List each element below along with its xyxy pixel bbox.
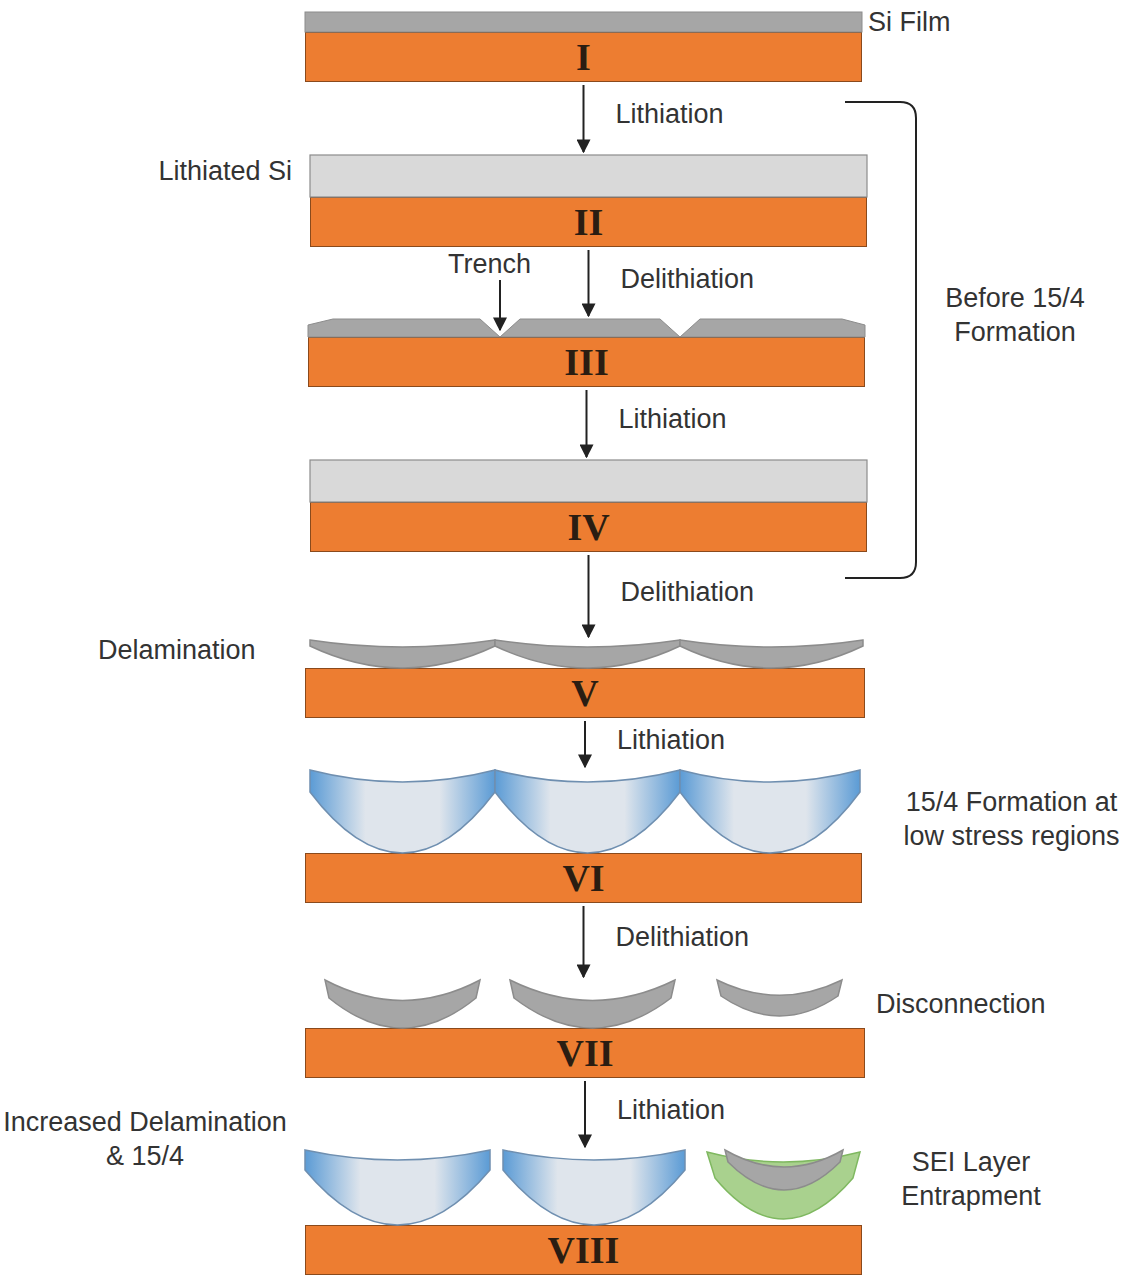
stage-number: VI [562,859,604,897]
process-label: Delithiation [621,577,755,608]
cell-stage: II [310,155,867,247]
process-arrow [588,555,590,637]
annotation-label: Lithiated Si [80,155,292,189]
cell-stage: VIII [305,1150,862,1275]
substrate-bar: I [305,32,862,82]
electrode-film [305,12,862,62]
stage-number: IV [567,508,609,546]
electrode-film [305,640,865,698]
cell-stage: VI [305,770,862,903]
electrode-film [305,770,862,883]
process-label: Lithiation [617,725,725,756]
electrode-film [305,980,865,1058]
substrate-bar: VII [305,1028,865,1078]
trench-pointer [499,280,501,330]
cell-stage: V [305,640,865,718]
stage-number: VII [556,1034,613,1072]
substrate-bar: III [308,337,865,387]
annotation-label: Before 15/4 Formation [920,282,1110,350]
substrate-bar: II [310,197,867,247]
process-label: Lithiation [619,404,727,435]
process-arrow [584,1081,586,1147]
electrode-film [310,460,867,532]
stage-number: III [564,343,608,381]
process-label: Delithiation [621,264,755,295]
annotation-label: Delamination [98,634,298,668]
annotation-label: SEI Layer Entrapment [876,1146,1066,1214]
substrate-bar: IV [310,502,867,552]
cell-stage: III [308,319,865,387]
cell-stage: IV [310,460,867,552]
annotation-label: Trench [448,248,558,282]
annotation-label: 15/4 Formation at low stress regions [884,786,1137,854]
process-arrow [583,85,585,152]
process-label: Lithiation [617,1095,725,1126]
electrode-film [310,155,867,227]
substrate-bar: VI [305,853,862,903]
process-label: Lithiation [616,99,724,130]
process-label: Delithiation [616,922,750,953]
cell-stage: VII [305,980,865,1078]
process-arrow [586,390,588,457]
stage-number: II [574,203,604,241]
stage-number: V [571,674,598,712]
annotation-label: Si Film [868,6,1068,40]
substrate-bar: V [305,668,865,718]
electrode-film [305,1150,862,1255]
stage-number: VIII [548,1231,620,1269]
stage-number: I [576,38,591,76]
annotation-label: Increased Delamination & 15/4 [0,1106,290,1174]
annotation-label: Disconnection [876,988,1096,1022]
cell-stage: I [305,12,862,82]
process-arrow [583,906,585,977]
electrode-film [308,319,865,367]
substrate-bar: VIII [305,1225,862,1275]
process-arrow [588,250,590,316]
process-arrow [584,721,586,767]
